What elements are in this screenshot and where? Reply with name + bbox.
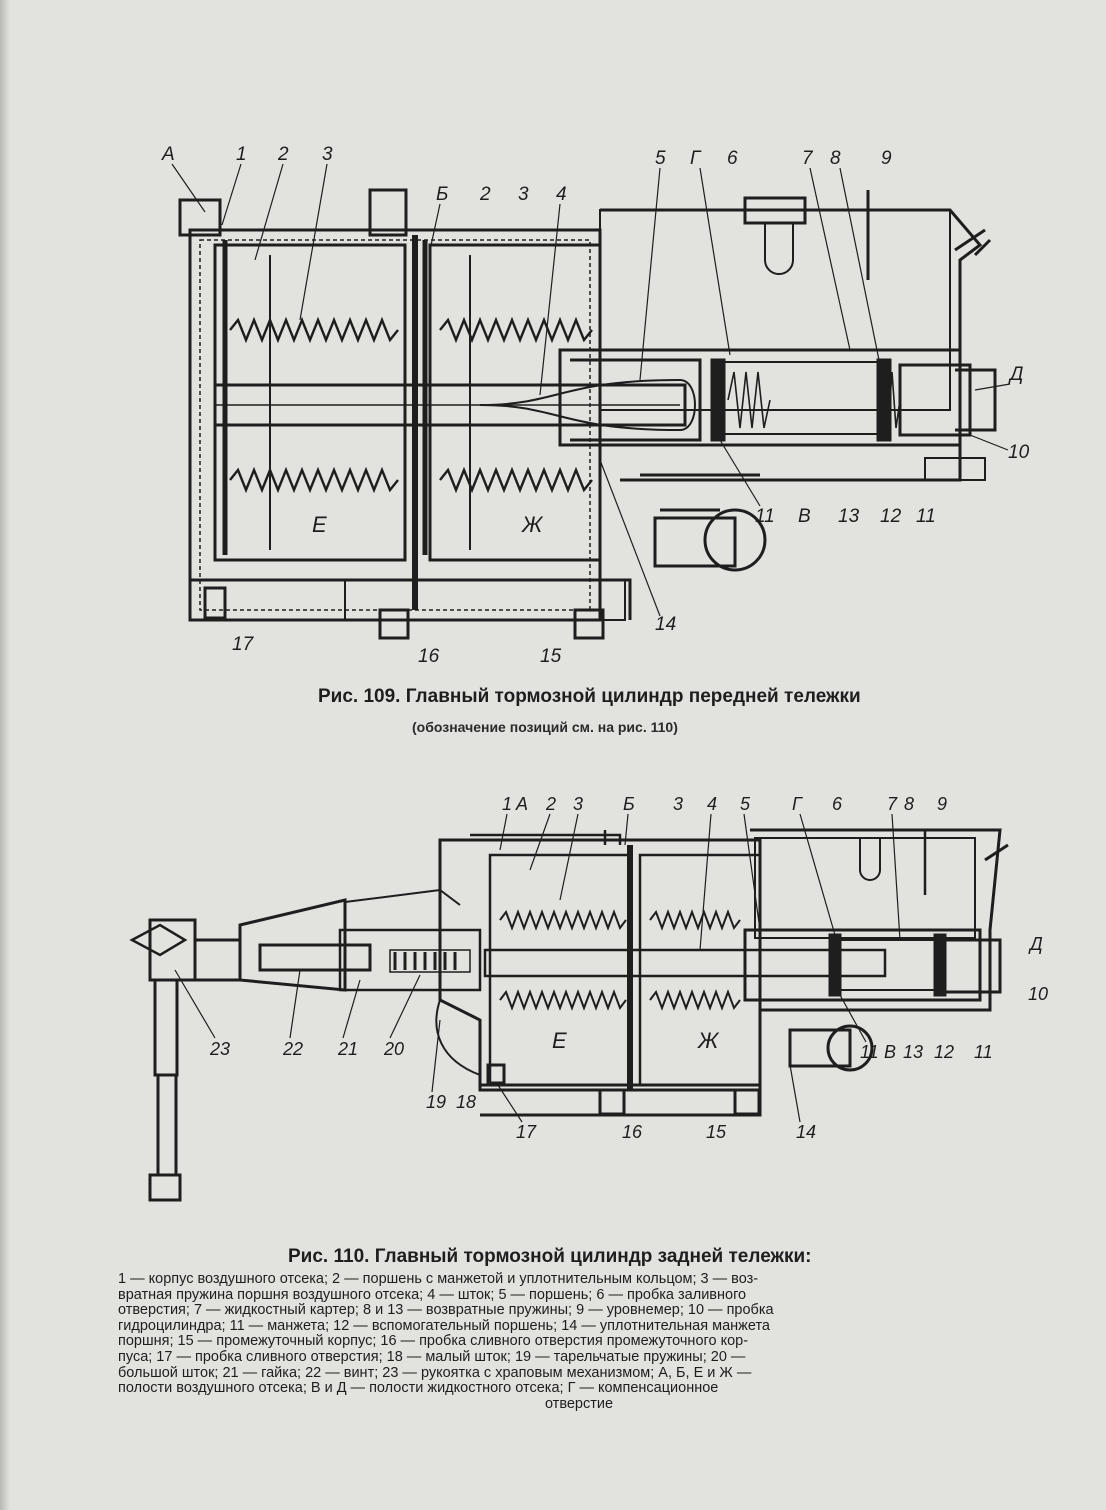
label-B-109: Б: [436, 184, 448, 205]
label-13-109: 13: [838, 506, 860, 527]
label-3-110: 3: [573, 794, 583, 814]
label-2b-109: 2: [479, 184, 491, 205]
label-14-109: 14: [655, 614, 676, 635]
label-V-110: В: [884, 1042, 896, 1062]
label-8-110: 8: [904, 794, 914, 814]
label-14-110: 14: [796, 1122, 816, 1142]
figure-110-caption: Рис. 110. Главный тормозной цилиндр задн…: [288, 1246, 812, 1267]
figure-110-drawing: Е Ж 1 А 2 3 Б 3 4 5 Г 6 7 8 9 Д 10 23 22…: [129, 794, 1048, 1202]
label-A-109: А: [161, 144, 175, 165]
label-16-110: 16: [622, 1122, 643, 1142]
label-16-109: 16: [418, 646, 440, 667]
label-10-110: 10: [1028, 984, 1048, 1004]
label-6-109: 6: [727, 148, 738, 169]
label-D-109: Д: [1008, 364, 1023, 385]
label-7-110: 7: [887, 794, 898, 814]
label-23-110: 23: [209, 1039, 230, 1059]
label-3b-109: 3: [518, 184, 529, 205]
label-18-110: 18: [456, 1092, 476, 1112]
label-2-109: 2: [277, 144, 289, 165]
label-13-110: 13: [903, 1042, 923, 1062]
figure-109-top-labels: А 1 2 3 Б 2 3 4 5 Г 6 7 8 9 Д 10 11 В 13…: [161, 144, 1030, 667]
label-17-109: 17: [232, 634, 255, 655]
label-10-109: 10: [1008, 442, 1030, 463]
label-3b-110: 3: [673, 794, 683, 814]
label-11a-109: 11: [755, 506, 775, 527]
label-G-110: Г: [792, 794, 803, 814]
legend-line: полости воздушного отсека; В и Д — полос…: [118, 1380, 719, 1397]
cavity-zh-109: Ж: [521, 512, 544, 537]
label-15-109: 15: [540, 646, 562, 667]
cavity-e-109: Е: [312, 512, 327, 537]
label-B-110: Б: [623, 794, 635, 814]
legend-line: 1 — корпус воздушного отсека; 2 — поршен…: [118, 1271, 759, 1287]
figure-109-caption: Рис. 109. Главный тормозной цилиндр пере…: [318, 686, 861, 707]
label-12-109: 12: [880, 506, 902, 527]
legend-line: вратная пружина поршня воздушного отсека…: [118, 1286, 747, 1303]
label-22-110: 22: [282, 1039, 303, 1059]
label-D-110: Д: [1028, 934, 1043, 954]
label-8-109: 8: [830, 148, 841, 169]
cavity-zh-110: Ж: [697, 1028, 720, 1053]
label-5-109: 5: [655, 148, 666, 169]
label-20-110: 20: [383, 1039, 404, 1059]
label-12-110: 12: [934, 1042, 954, 1062]
label-2-110: 2: [545, 794, 556, 814]
legend-line: пуса; 17 — пробка сливного отверстия; 18…: [118, 1348, 746, 1365]
figure-110-legend: 1 — корпус воздушного отсека; 2 — поршен…: [118, 1271, 1040, 1412]
label-11b-109: 11: [916, 506, 936, 527]
label-9-110: 9: [937, 794, 947, 814]
label-15-110: 15: [706, 1122, 727, 1142]
label-G-109: Г: [690, 148, 702, 169]
label-1-109: 1: [236, 144, 247, 165]
label-6-110: 6: [832, 794, 843, 814]
label-A-110: А: [515, 794, 528, 814]
label-19-110: 19: [426, 1092, 446, 1112]
label-4-110: 4: [707, 794, 717, 814]
label-21-110: 21: [337, 1039, 358, 1059]
cavity-e-110: Е: [552, 1028, 567, 1053]
figure-109-subcaption: (обозначение позиций см. на рис. 110): [412, 719, 678, 735]
legend-line: поршня; 15 — промежуточный корпус; 16 — …: [118, 1333, 749, 1350]
legend-line: большой шток; 21 — гайка; 22 — винт; 23 …: [118, 1364, 752, 1381]
figure-109-drawing: Е Ж А 1 2 3 Б 2 3 4 5 Г 6 7 8 9 Д 10 11 …: [161, 144, 1030, 667]
label-1-110: 1: [502, 794, 512, 814]
label-9-109: 9: [881, 148, 892, 169]
label-11a-110: 11: [860, 1042, 879, 1062]
label-17-110: 17: [516, 1122, 537, 1142]
label-V-109: В: [798, 506, 811, 527]
label-4-109: 4: [556, 184, 567, 205]
figure-110-labels: 1 А 2 3 Б 3 4 5 Г 6 7 8 9 Д 10 23 22 21 …: [209, 794, 1048, 1142]
label-11b-110: 11: [974, 1042, 993, 1062]
page-binding-edge: [0, 0, 10, 1510]
legend-line-last: отверстие: [544, 1395, 614, 1412]
label-3-109: 3: [322, 144, 333, 165]
label-5-110: 5: [740, 794, 751, 814]
legend-line: гидроцилиндра; 11 — манжета; 12 — вспомо…: [118, 1317, 770, 1334]
legend-line: отверстия; 7 — жидкостный картер; 8 и 13…: [118, 1302, 774, 1319]
label-7-109: 7: [802, 148, 814, 169]
